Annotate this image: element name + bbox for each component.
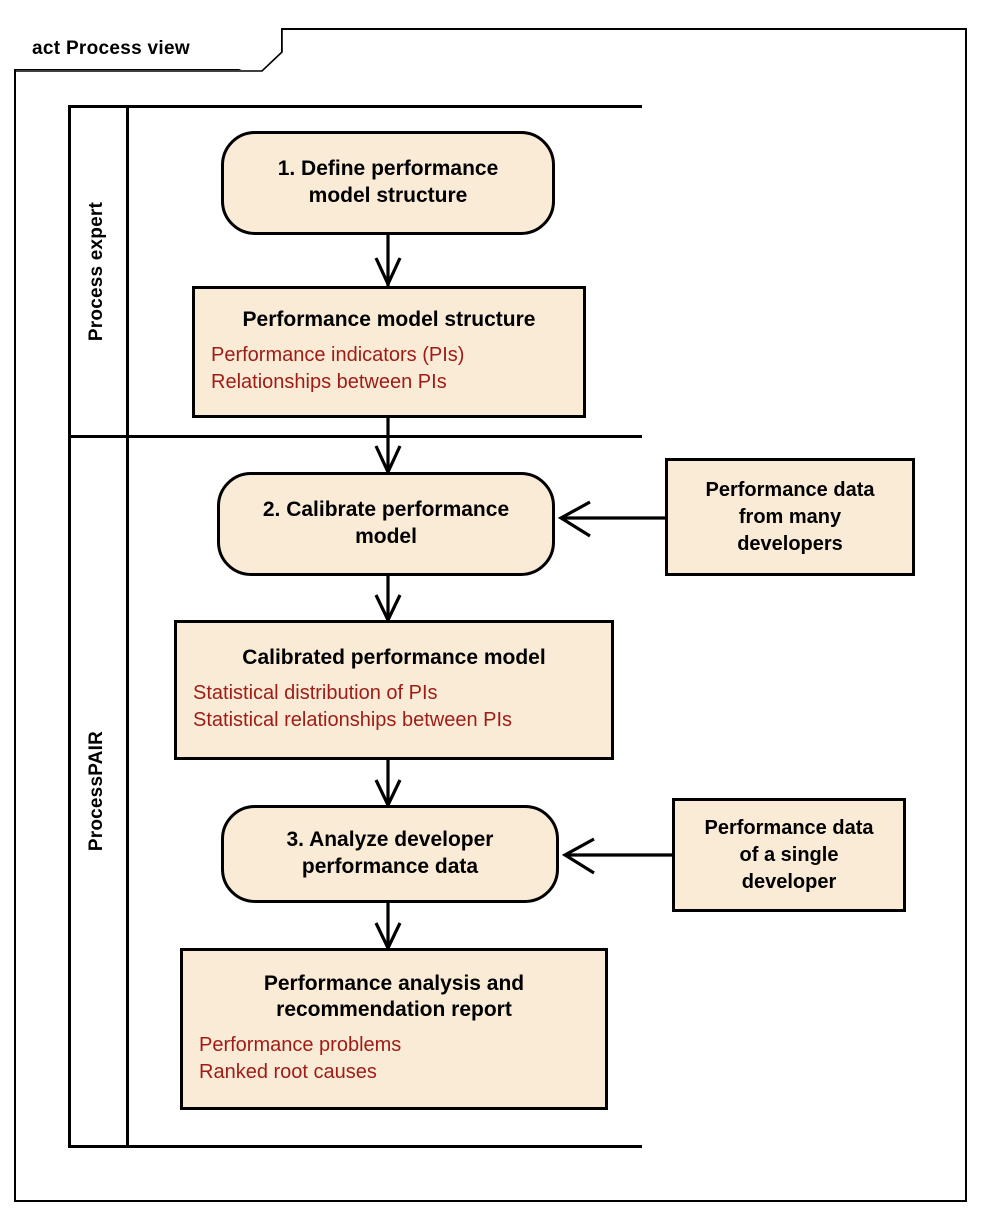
swimlane-label-process-expert: Process expert bbox=[68, 108, 126, 435]
action-analyze-developer-data[interactable]: 3. Analyze developer performance data bbox=[221, 805, 563, 907]
action-calibrate-model[interactable]: 2. Calibrate performance model bbox=[217, 472, 559, 580]
artifact-performance-model-structure[interactable]: Performance model structure Performance … bbox=[192, 286, 590, 422]
swimlane-header-divider bbox=[126, 105, 129, 1148]
swimlane-left-border bbox=[68, 105, 71, 1148]
action-label: 3. Analyze developer performance data bbox=[286, 828, 494, 878]
swimlane-label-processpair: ProcessPAIR bbox=[68, 438, 126, 1145]
note-data-many-developers[interactable]: Performance data from many developers bbox=[665, 458, 919, 580]
action-define-model-structure[interactable]: 1. Define performance model structure bbox=[221, 131, 559, 239]
swimlane-label-text: ProcessPAIR bbox=[86, 731, 107, 852]
artifact-line: Ranked root causes bbox=[199, 1060, 377, 1083]
artifact-line: Statistical relationships between PIs bbox=[193, 708, 513, 731]
frame-name-tab-content: act Process view bbox=[14, 28, 282, 70]
note-label: Performance data from many developers bbox=[705, 478, 875, 555]
artifact-title: Performance analysis and recommendation … bbox=[263, 971, 525, 1021]
swimlane-container: Process expert ProcessPAIR bbox=[68, 105, 642, 1148]
action-label: 1. Define performance model structure bbox=[277, 157, 499, 207]
frame-title: act Process view bbox=[32, 38, 190, 59]
note-data-single-developer[interactable]: Performance data of a single developer bbox=[672, 798, 910, 916]
swimlane-top-border bbox=[68, 105, 642, 108]
action-label: 2. Calibrate performance model bbox=[262, 498, 510, 548]
swimlane-label-text: Process expert bbox=[86, 201, 107, 342]
artifact-line: Performance indicators (PIs) bbox=[211, 344, 465, 367]
artifact-performance-analysis-report[interactable]: Performance analysis and recommendation … bbox=[180, 948, 612, 1114]
swimlane-bottom-border bbox=[68, 1145, 642, 1148]
artifact-title: Calibrated performance model bbox=[242, 645, 546, 669]
artifact-calibrated-performance-model[interactable]: Calibrated performance model Statistical… bbox=[174, 620, 618, 764]
artifact-title: Performance model structure bbox=[242, 307, 536, 331]
artifact-line: Performance problems bbox=[199, 1034, 402, 1057]
artifact-line: Statistical distribution of PIs bbox=[193, 682, 438, 705]
artifact-line: Relationships between PIs bbox=[211, 370, 447, 393]
swimlane-divider bbox=[68, 435, 642, 438]
note-label: Performance data of a single developer bbox=[704, 816, 874, 893]
